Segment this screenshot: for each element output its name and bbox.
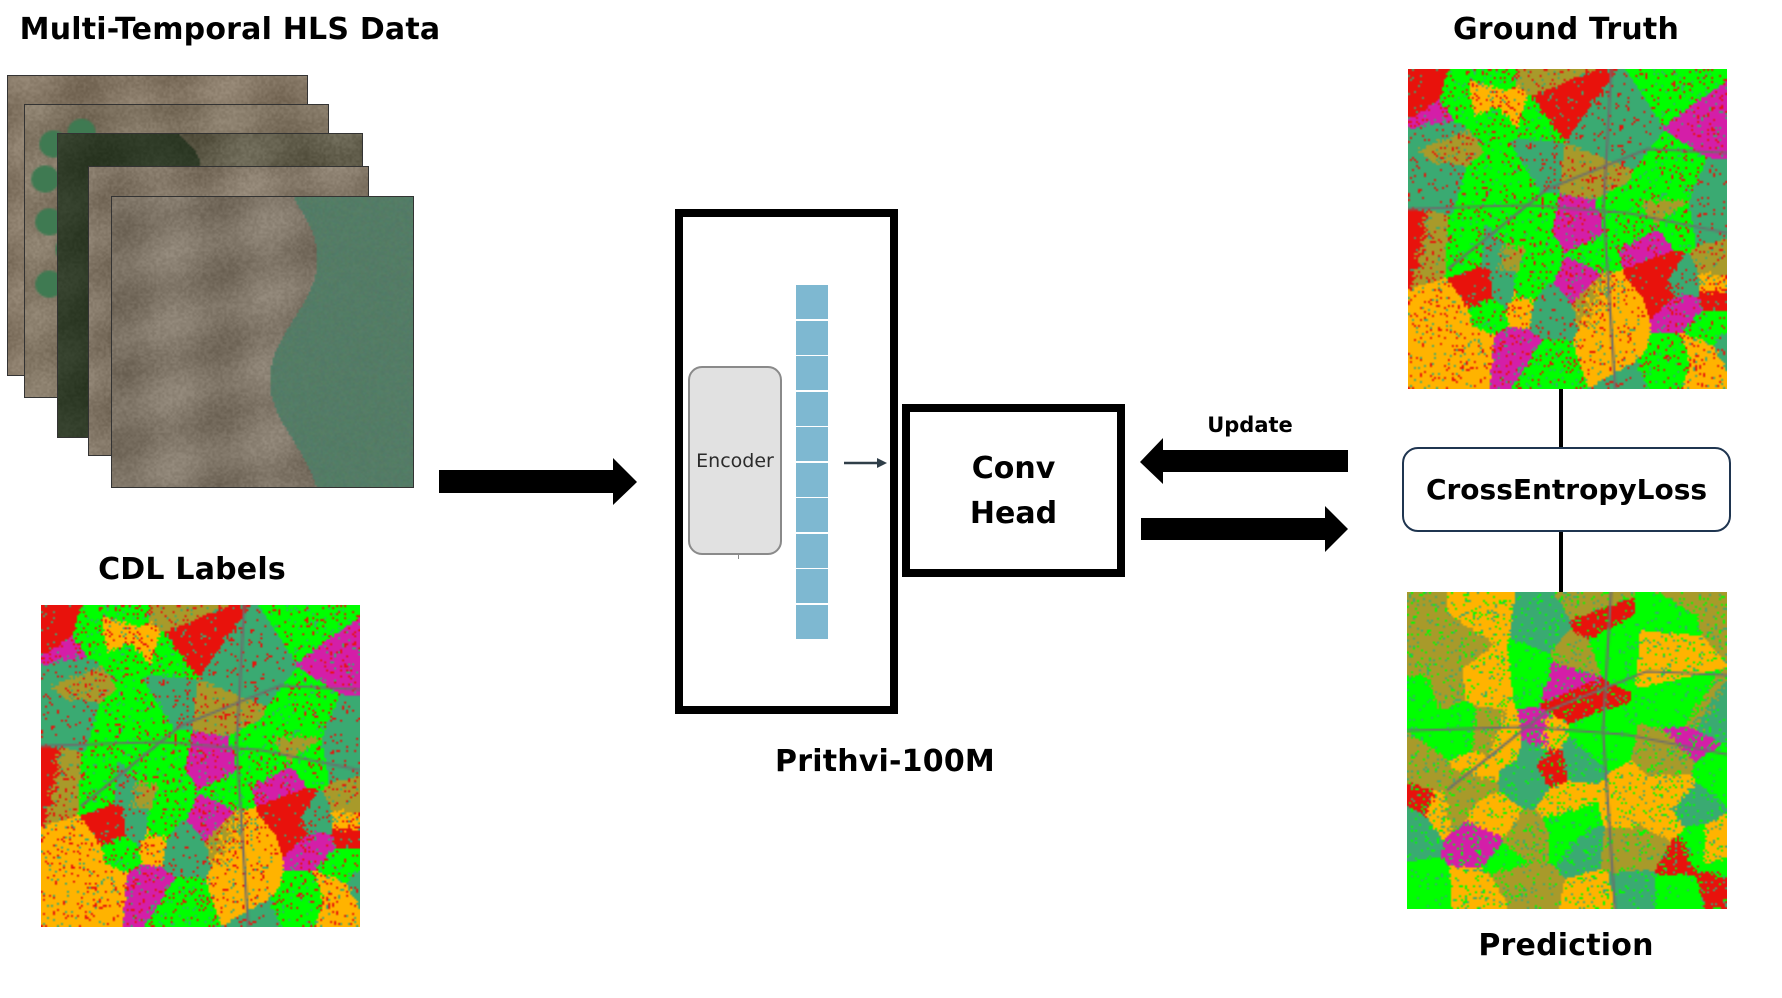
- token-cell: [796, 498, 828, 532]
- hls-data-title: Multi-Temporal HLS Data: [19, 12, 441, 47]
- input-arrow-shape: [439, 458, 637, 505]
- encoder-label: Encoder: [696, 449, 774, 472]
- prithvi-model-box: [675, 209, 898, 714]
- conv-head-box: Conv Head: [902, 404, 1125, 577]
- token-cell: [796, 285, 828, 319]
- token-cell: [796, 427, 828, 461]
- cross-entropy-loss-label: CrossEntropyLoss: [1425, 473, 1708, 506]
- ground-truth-map: [1408, 69, 1727, 389]
- hls-frame-5: [111, 196, 414, 488]
- token-cell: [796, 391, 828, 426]
- prediction-map: [1407, 592, 1727, 909]
- encoder-output-arrow: [844, 458, 887, 468]
- cdl-labels-map: [41, 605, 360, 927]
- prediction-title: Prediction: [1478, 928, 1654, 963]
- token-cell: [796, 533, 828, 568]
- token-cell: [796, 462, 828, 497]
- input-arrow: [439, 458, 637, 505]
- token-cell: [796, 604, 828, 639]
- cross-entropy-loss-box: CrossEntropyLoss: [1402, 447, 1731, 532]
- cdl-labels-title: CDL Labels: [98, 552, 286, 587]
- update-label: Update: [1207, 413, 1293, 437]
- encoder-block: Encoder: [688, 366, 782, 555]
- update-arrow: [1140, 438, 1348, 484]
- prediction-arrow: [1141, 506, 1348, 552]
- model-title: Prithvi-100M: [775, 744, 995, 779]
- encoder-tick: [738, 555, 739, 559]
- ground-truth-title: Ground Truth: [1452, 12, 1680, 47]
- token-cell: [796, 569, 828, 603]
- prediction-connector: [1559, 532, 1563, 592]
- token-cell: [796, 320, 828, 355]
- conv-head-line2: Head: [969, 495, 1058, 531]
- token-cell: [796, 356, 828, 390]
- conv-head-line1: Conv: [971, 450, 1056, 486]
- ground-truth-connector: [1559, 389, 1563, 447]
